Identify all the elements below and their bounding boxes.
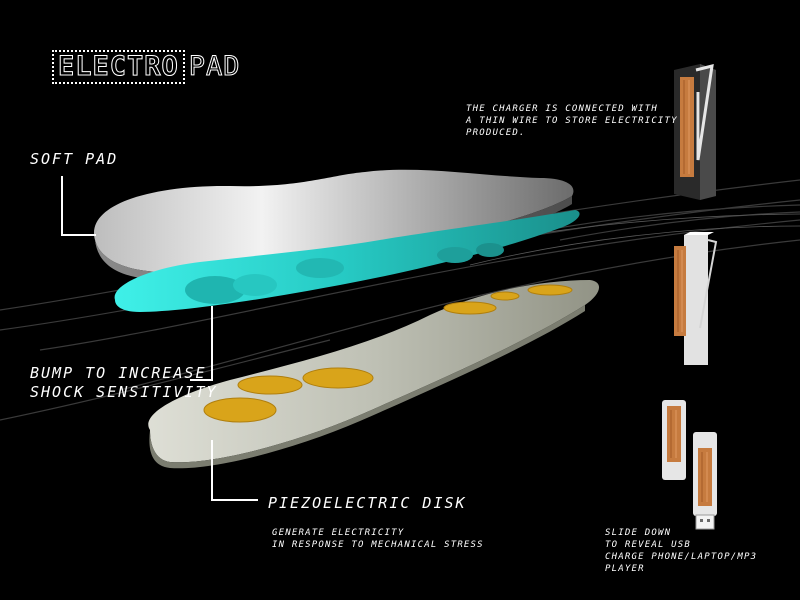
piezo-disk (203, 397, 277, 423)
piezo-leader-line (211, 440, 258, 501)
bump-label: BUMP TO INCREASE SHOCK SENSITIVITY (30, 364, 218, 401)
logo-boxed-text: ELECTRO (52, 50, 185, 84)
piezo-base-layer (148, 280, 600, 469)
piezo-disk (443, 301, 497, 315)
slide-down-note: SLIDE DOWN TO REVEAL USB CHARGE PHONE/LA… (605, 528, 758, 574)
piezo-disk (527, 284, 573, 296)
electropad-logo: ELECTRO PAD (52, 50, 241, 84)
piezo-disk (237, 375, 303, 395)
charger-closed (674, 64, 716, 200)
charger-open (674, 232, 718, 365)
soft-pad-leader-line (61, 176, 96, 236)
charger-note: THE CHARGER IS CONNECTED WITH A THIN WIR… (466, 104, 678, 138)
piezo-disk (490, 291, 520, 301)
piezo-disk (302, 367, 374, 389)
logo-suffix-text: PAD (188, 51, 241, 82)
cyan-bump-layer (114, 210, 580, 312)
bump-leader-line (190, 306, 213, 381)
soft-pad-label: SOFT PAD (30, 150, 119, 168)
usb-charger-pair (662, 400, 717, 530)
generate-electricity-note: GENERATE ELECTRICITY IN RESPONSE TO MECH… (272, 528, 484, 550)
piezo-label: PIEZOELECTRIC DISK (268, 494, 467, 512)
usb-plug-icon (695, 514, 715, 530)
